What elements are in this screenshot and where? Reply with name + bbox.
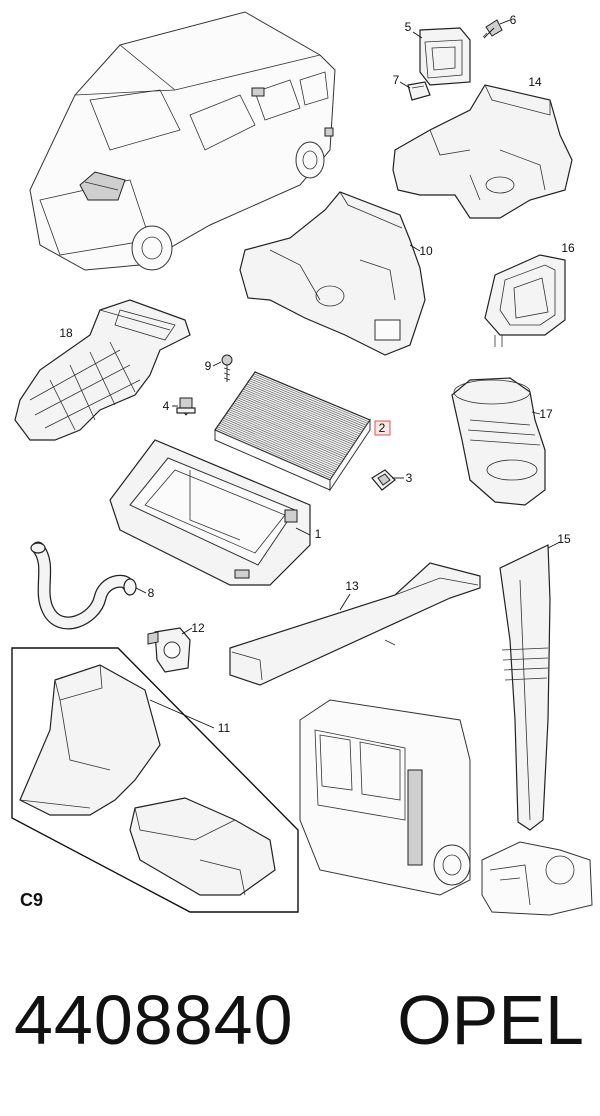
footer: 4408840 OPEL: [0, 975, 600, 1065]
callout-13: 13: [345, 579, 359, 593]
callout-6: 6: [510, 13, 517, 27]
part-2-cabin-filter: [214, 371, 371, 492]
callout-leader-5: [412, 31, 423, 39]
callout-leader-17: [531, 411, 541, 415]
inset-box: [11, 647, 299, 913]
part-1-filter-housing: [109, 439, 311, 586]
callout-4: 4: [163, 399, 170, 413]
callout-15: 15: [557, 532, 571, 546]
callout-leader-10: [409, 244, 421, 252]
callout-17: 17: [539, 407, 553, 421]
part-15-tall-duct: [499, 544, 551, 831]
part-10-duct: [239, 191, 426, 356]
callout-leader-13: [339, 593, 351, 611]
van-illustration: [29, 11, 336, 271]
callout-leader-9: [212, 361, 222, 367]
part-5-module: [419, 27, 471, 86]
callout-11: 11: [218, 721, 231, 735]
callout-leader-8: [135, 587, 147, 594]
callout-leader-12: [181, 627, 193, 635]
engine-illustration: [481, 841, 593, 916]
part-4-clip: [176, 397, 196, 416]
part-number: 4408840: [14, 981, 294, 1059]
part-14-duct: [392, 84, 573, 219]
callout-1: 1: [315, 527, 322, 541]
callout-16: 16: [561, 241, 575, 255]
part-6-screw: [482, 19, 503, 39]
callout-2: 2: [379, 421, 386, 435]
callout-7: 7: [393, 73, 400, 87]
callout-18: 18: [59, 326, 73, 340]
part-11-ducts: [19, 664, 276, 896]
section-label: C9: [20, 890, 44, 910]
part-16-outlet: [484, 254, 566, 347]
van-rear-illustration: [299, 699, 471, 896]
callout-12: 12: [191, 621, 205, 635]
callout-14: 14: [528, 75, 542, 89]
part-13-floor-duct: [229, 562, 481, 686]
callout-leader-11: [149, 699, 215, 729]
callout-9: 9: [205, 359, 212, 373]
callout-highlight-box: [374, 420, 391, 436]
callout-leader-1: [295, 527, 311, 536]
part-3-clip: [371, 469, 396, 491]
callout-8: 8: [148, 586, 155, 600]
part-9-screw: [221, 354, 233, 382]
part-18-module: [14, 299, 191, 441]
callout-leader-6: [499, 19, 511, 25]
part-12-sensor: [147, 627, 191, 673]
part-17-round-duct: [451, 377, 546, 506]
callout-3: 3: [406, 471, 413, 485]
callout-10: 10: [419, 244, 433, 258]
part-7-clip: [407, 81, 431, 101]
callout-5: 5: [405, 20, 412, 34]
brand-name: OPEL: [397, 981, 584, 1059]
callout-leader-7: [399, 81, 411, 89]
callout-leader-15: [547, 541, 561, 549]
part-8-hose: [30, 541, 137, 630]
